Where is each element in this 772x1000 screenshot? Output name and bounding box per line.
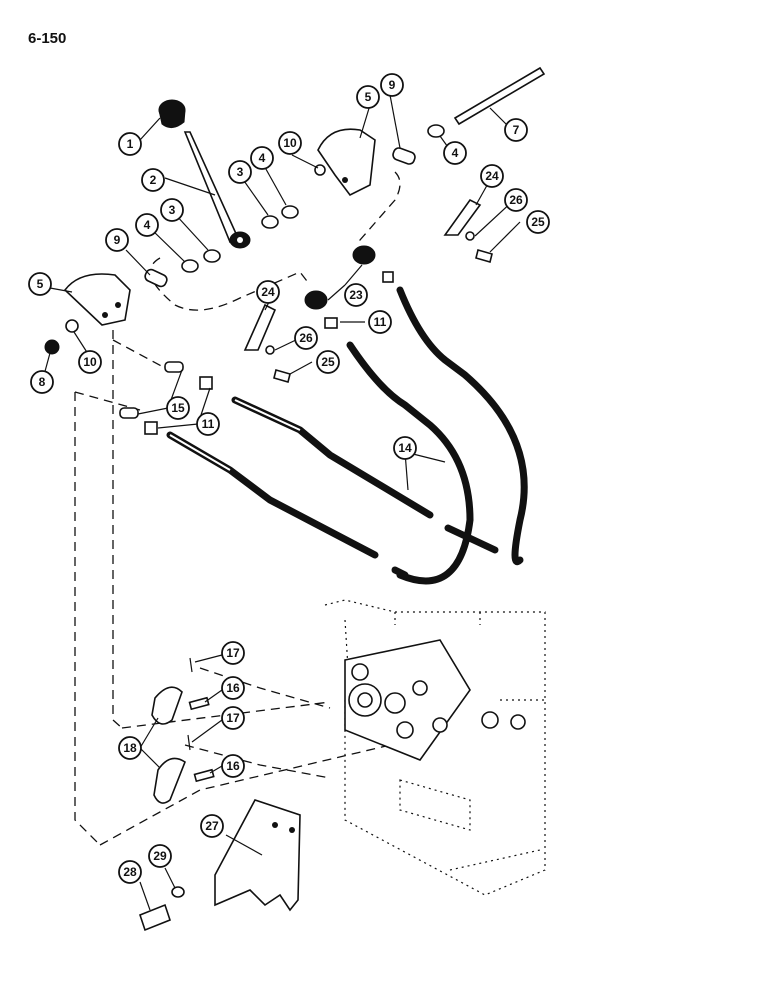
callout-10: 10	[278, 131, 302, 155]
callout-label: 5	[365, 90, 372, 104]
part-pulleys	[304, 245, 376, 310]
callout-label: 7	[513, 123, 520, 137]
part-fittings	[119, 271, 394, 435]
callout-16: 16	[221, 754, 245, 778]
callout-label: 10	[283, 136, 297, 150]
callout-25: 25	[526, 210, 550, 234]
callout-4: 4	[250, 146, 274, 170]
callout-label: 1	[127, 137, 134, 151]
callout-label: 17	[226, 646, 240, 660]
callout-24: 24	[256, 280, 280, 304]
callout-3: 3	[228, 160, 252, 184]
part-ball-joints	[144, 147, 416, 288]
callout-label: 18	[123, 741, 137, 755]
callout-29: 29	[148, 844, 172, 868]
callout-label: 4	[259, 151, 266, 165]
callout-leaders	[43, 94, 521, 911]
callout-label: 14	[398, 441, 412, 455]
page-number: 6-150	[28, 30, 67, 47]
callout-17: 17	[221, 641, 245, 665]
callout-26: 26	[294, 326, 318, 350]
callout-label: 4	[452, 146, 459, 160]
callout-label: 11	[202, 417, 215, 431]
callout-label: 9	[389, 78, 396, 92]
callout-label: 4	[144, 218, 151, 232]
callout-16: 16	[221, 676, 245, 700]
callout-15: 15	[166, 396, 190, 420]
callout-17: 17	[221, 706, 245, 730]
callout-label: 5	[37, 277, 44, 291]
callout-4: 4	[135, 213, 159, 237]
part-rod	[453, 66, 546, 126]
callout-label: 11	[374, 315, 387, 329]
callout-label: 8	[39, 375, 46, 389]
callout-5: 5	[356, 85, 380, 109]
callout-label: 29	[153, 849, 167, 863]
callout-label: 3	[237, 165, 244, 179]
part-clips	[243, 198, 482, 351]
callout-14: 14	[393, 436, 417, 460]
callout-11: 11	[196, 412, 220, 436]
callout-label: 24	[485, 169, 499, 183]
part-washers	[44, 124, 445, 355]
callout-label: 2	[150, 173, 157, 187]
callout-label: 26	[509, 193, 523, 207]
callout-23: 23	[344, 283, 368, 307]
part-mount-bracket	[214, 799, 301, 912]
callout-label: 26	[299, 331, 313, 345]
callout-18: 18	[118, 736, 142, 760]
callout-label: 15	[171, 401, 185, 415]
callout-1: 1	[118, 132, 142, 156]
callout-11: 11	[368, 310, 392, 334]
callout-8: 8	[30, 370, 54, 394]
callout-label: 25	[531, 215, 545, 229]
transmission-housing	[324, 599, 546, 896]
callout-label: 17	[226, 711, 240, 725]
callout-10: 10	[78, 350, 102, 374]
part-lever-arms	[151, 657, 215, 804]
part-lever	[183, 131, 251, 249]
callout-label: 16	[226, 681, 240, 695]
part-bolts	[265, 231, 493, 383]
assembly-dashed-lines	[74, 171, 421, 846]
callout-label: 24	[261, 285, 275, 299]
callout-26: 26	[504, 188, 528, 212]
callout-5: 5	[28, 272, 52, 296]
part-brackets	[63, 128, 376, 326]
part-cables	[166, 286, 528, 585]
callout-9: 9	[380, 73, 404, 97]
callout-25: 25	[316, 350, 340, 374]
callout-label: 23	[349, 288, 363, 302]
callout-7: 7	[504, 118, 528, 142]
callout-label: 9	[114, 233, 121, 247]
part-knob	[158, 99, 186, 128]
callout-9: 9	[105, 228, 129, 252]
callout-4: 4	[443, 141, 467, 165]
callout-label: 10	[83, 355, 97, 369]
callout-3: 3	[160, 198, 184, 222]
callout-28: 28	[118, 860, 142, 884]
callout-label: 25	[321, 355, 335, 369]
callout-2: 2	[141, 168, 165, 192]
callout-27: 27	[200, 814, 224, 838]
callout-label: 3	[169, 203, 176, 217]
callout-label: 28	[123, 865, 137, 879]
callout-label: 27	[205, 819, 219, 833]
part-bolt-washer	[139, 886, 185, 932]
callout-label: 16	[226, 759, 240, 773]
callout-24: 24	[480, 164, 504, 188]
